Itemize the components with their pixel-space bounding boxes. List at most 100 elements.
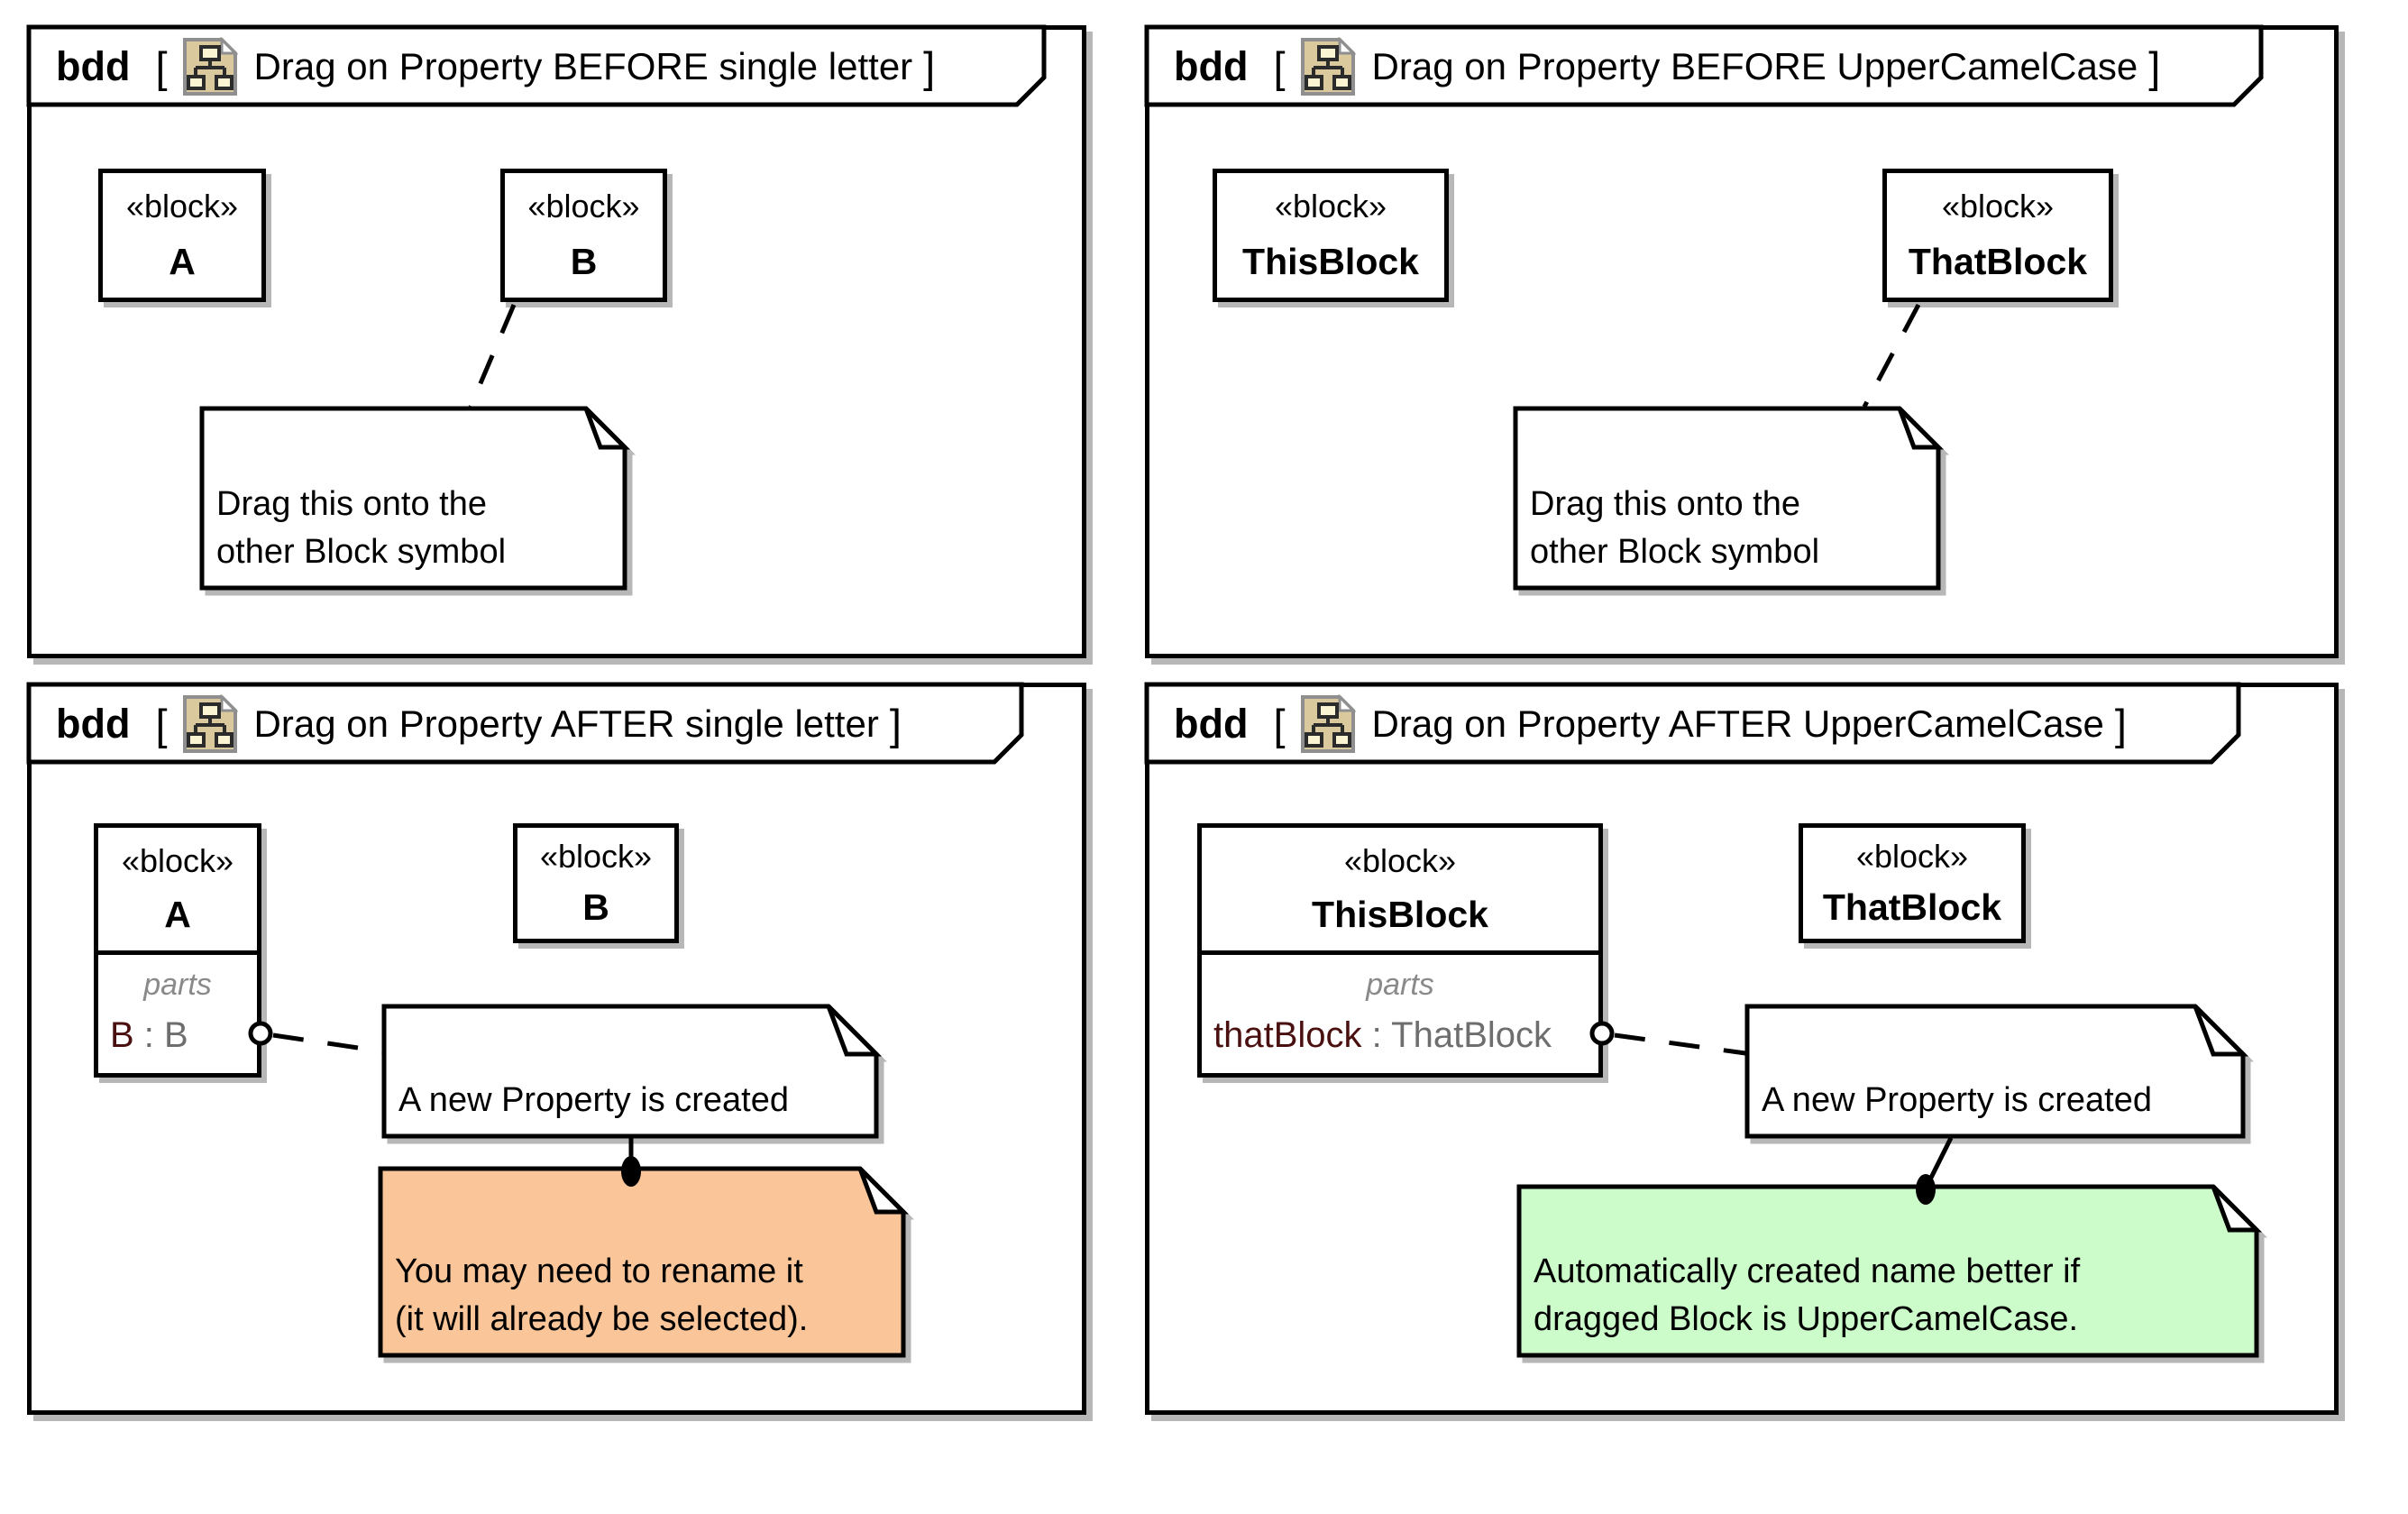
tree-node: [1316, 45, 1339, 61]
note-text-line: other Block symbol: [1530, 532, 1820, 571]
diagram-title: Drag on Property AFTER UpperCamelCase: [1371, 702, 2104, 745]
note-text-line: other Block symbol: [216, 532, 507, 571]
note-shape[interactable]: [378, 1166, 906, 1358]
part-property[interactable]: B : B: [98, 1015, 257, 1056]
tree-node: [214, 75, 233, 90]
note-text: Drag this onto the other Block symbol: [1514, 481, 1940, 590]
block-name: ThisBlock: [1242, 240, 1419, 282]
note-text: Automatically created name better if dra…: [1517, 1248, 2258, 1357]
frame-after-uppercamelcase[interactable]: bdd [ Drag on Property AFTER UpperCamelC…: [1144, 682, 2339, 1415]
folded-corner: [1338, 694, 1356, 712]
tree-node: [198, 702, 221, 719]
note-fold-corner: [2193, 1005, 2249, 1057]
frame-header-pentagon: [1144, 24, 2264, 107]
note-fold-corner: [826, 1005, 883, 1057]
note-shape[interactable]: [1513, 406, 1941, 591]
tree-node: [1316, 702, 1339, 719]
bdd-diagram-icon: [1300, 694, 1356, 753]
note-text-line: A new Property is created: [398, 1080, 789, 1119]
open-bracket: [: [1273, 700, 1286, 748]
note-shape[interactable]: [1744, 1004, 2246, 1139]
frame-header-pentagon: [26, 682, 1024, 765]
note-text: A new Property is created: [1745, 1077, 2245, 1138]
tree-connector: [1311, 716, 1344, 734]
note-text-line: dragged Block is UpperCamelCase.: [1534, 1299, 2079, 1338]
tree-node: [186, 75, 206, 90]
diagram-kind-label: bdd: [1174, 43, 1249, 89]
block-name: ThatBlock: [1908, 240, 2088, 282]
note-text-line: Drag this onto the: [1530, 485, 1800, 524]
bdd-diagram-icon: [182, 37, 238, 96]
block-b[interactable]: «block» B: [513, 823, 679, 943]
block-name: ThatBlock: [1822, 885, 2002, 928]
block-parts-compartment: parts thatBlock : ThatBlock: [1202, 968, 1598, 1056]
frame-header-pentagon: [26, 24, 1047, 107]
note-anchor-dashed-line[interactable]: [1862, 303, 1921, 408]
folded-corner: [1338, 37, 1356, 55]
note-anchor-dashed-line[interactable]: [1614, 1032, 1746, 1056]
part-name: thatBlock: [1213, 1015, 1362, 1055]
note-text-line: (it will already be selected).: [395, 1299, 809, 1338]
close-bracket: ]: [923, 42, 936, 91]
close-bracket: ]: [889, 700, 902, 748]
diagram-kind-label: bdd: [56, 701, 131, 747]
block-name: A: [169, 240, 196, 282]
note-text: You may need to rename it (it will alrea…: [379, 1248, 905, 1357]
note-text-line: Drag this onto the: [216, 485, 487, 524]
block-b[interactable]: «block» B: [500, 169, 667, 302]
note-property-created[interactable]: A new Property is created: [381, 1004, 883, 1139]
note-drag-instruction[interactable]: Drag this onto the other Block symbol: [199, 406, 631, 591]
note-property-created[interactable]: A new Property is created: [1744, 1004, 2249, 1139]
block-thatblock[interactable]: «block» ThatBlock: [1799, 823, 2026, 943]
block-stereotype: «block»: [527, 188, 640, 225]
block-name-compartment: «block» ThisBlock: [1202, 828, 1598, 955]
comment-link-line[interactable]: [1925, 1136, 1954, 1187]
frame-header-pentagon: [1144, 682, 2241, 765]
block-thisblock[interactable]: «block» ThisBlock: [1213, 169, 1449, 302]
block-thisblock-with-parts[interactable]: «block» ThisBlock parts thatBlock : That…: [1197, 823, 1603, 1078]
block-parts-compartment: parts B : B: [98, 968, 257, 1056]
note-shape[interactable]: [1516, 1184, 2259, 1358]
block-stereotype: «block»: [121, 841, 234, 879]
note-shape[interactable]: [381, 1004, 879, 1139]
note-rename-warning[interactable]: You may need to rename it (it will alrea…: [378, 1166, 910, 1358]
block-name: B: [582, 885, 609, 928]
block-name: B: [570, 240, 598, 282]
note-drag-instruction[interactable]: Drag this onto the other Block symbol: [1513, 406, 1945, 591]
close-bracket: ]: [2114, 700, 2127, 748]
note-text: Drag this onto the other Block symbol: [200, 481, 627, 590]
bdd-diagram-icon: [182, 694, 238, 753]
block-thatblock[interactable]: «block» ThatBlock: [1882, 169, 2113, 302]
parts-compartment-label: parts: [1366, 968, 1434, 1002]
frame-header: bdd [ Drag on Property AFTER UpperCamelC…: [1145, 683, 2127, 766]
block-stereotype: «block»: [1855, 838, 1969, 876]
part-property[interactable]: thatBlock : ThatBlock: [1202, 1015, 1598, 1056]
open-bracket: [: [155, 700, 168, 748]
parts-compartment-label: parts: [143, 968, 212, 1002]
folded-corner: [220, 37, 238, 55]
frame-before-uppercamelcase[interactable]: bdd [ Drag on Property BEFORE UpperCamel…: [1144, 24, 2339, 658]
part-type: : B: [133, 1015, 188, 1055]
tree-connector: [193, 716, 226, 734]
note-fold-corner: [2211, 1185, 2263, 1233]
block-stereotype: «block»: [1274, 188, 1387, 225]
part-name: B: [110, 1015, 134, 1055]
note-fold-corner: [1897, 407, 1945, 450]
block-stereotype: «block»: [539, 838, 653, 876]
frame-after-single-letter[interactable]: bdd [ Drag on Property AFTER single lett…: [26, 682, 1086, 1415]
close-bracket: ]: [2148, 42, 2161, 91]
frame-before-single-letter[interactable]: bdd [ Drag on Property BEFORE single let…: [26, 24, 1086, 658]
note-anchor-dashed-line[interactable]: [468, 304, 517, 408]
tree-node: [214, 732, 233, 748]
note-anchor-dashed-line[interactable]: [272, 1032, 383, 1054]
note-shape[interactable]: [199, 406, 627, 591]
diagram-kind-label: bdd: [1174, 701, 1249, 747]
tree-node: [1304, 75, 1323, 90]
block-a[interactable]: «block» A: [98, 169, 266, 302]
part-type: : ThatBlock: [1361, 1015, 1552, 1055]
tree-connector: [1311, 59, 1344, 77]
note-autoname-info[interactable]: Automatically created name better if dra…: [1516, 1184, 2263, 1358]
block-stereotype: «block»: [1941, 188, 2055, 225]
block-a-with-parts[interactable]: «block» A parts B : B: [94, 823, 261, 1078]
